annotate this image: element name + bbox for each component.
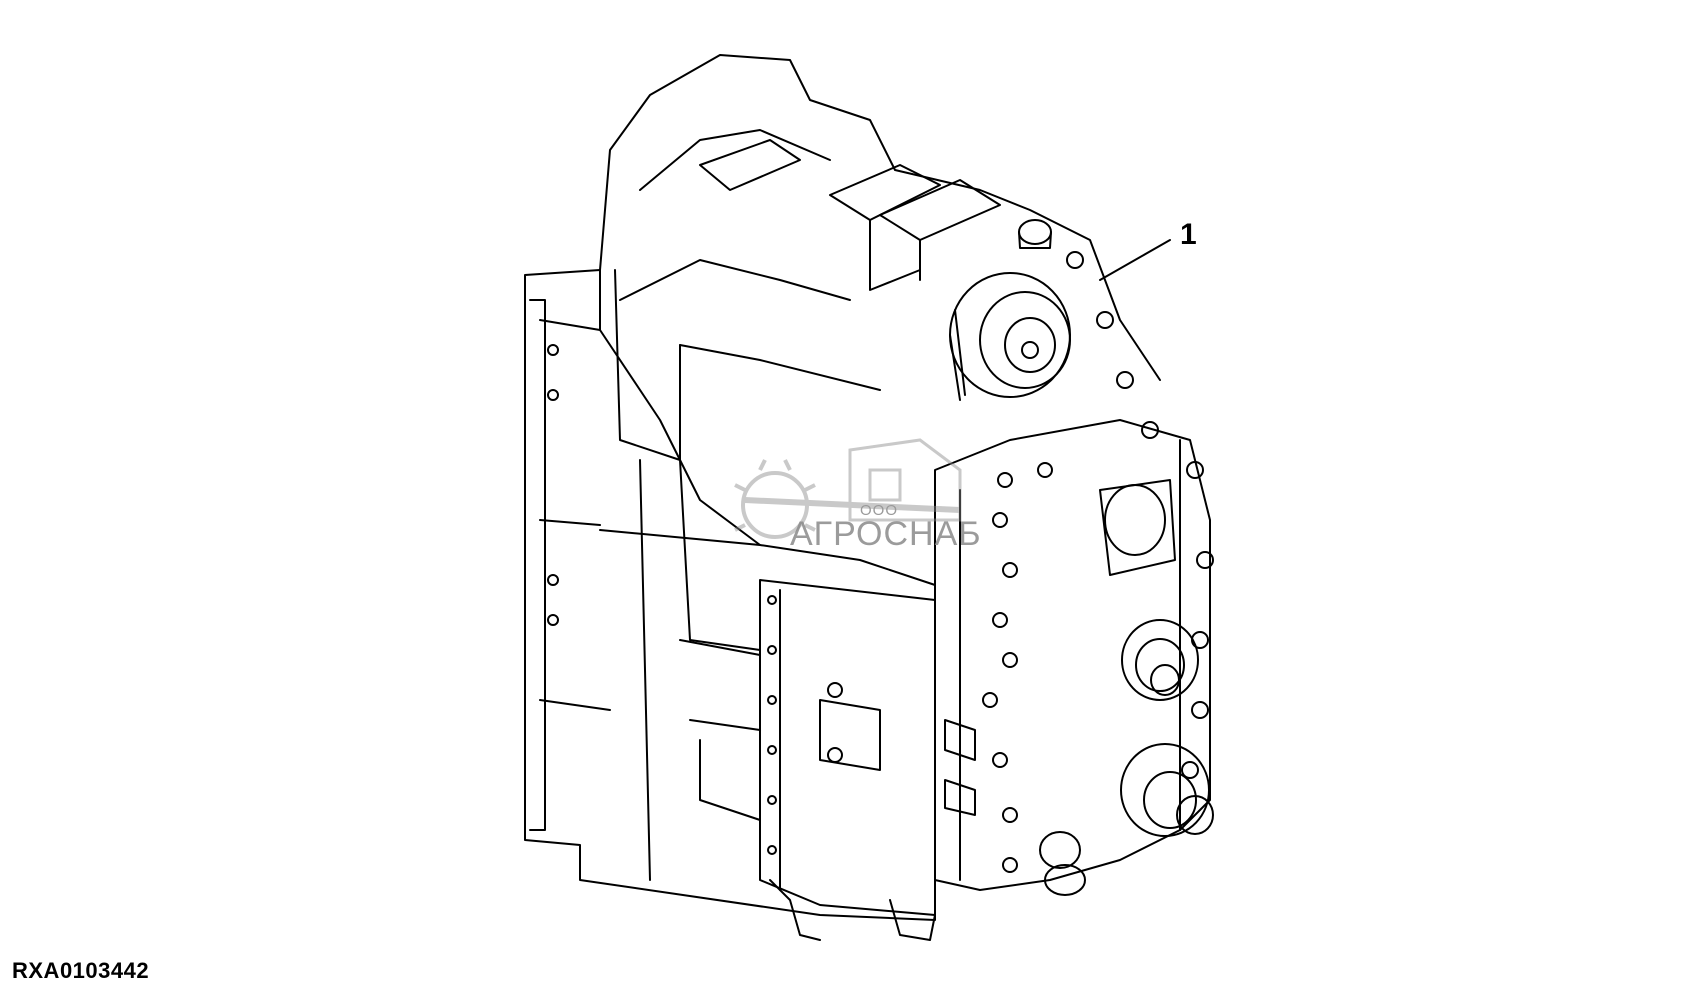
watermark-brand: АГРОСНАБ — [790, 515, 982, 553]
bell-housing — [599, 54, 1161, 381]
left-housing — [524, 269, 936, 921]
top-bracket-2 — [829, 164, 941, 221]
pto-shaft-upper — [1121, 619, 1199, 701]
filler-cap — [1018, 219, 1052, 245]
mid-plate — [759, 579, 936, 916]
top-bracket-3 — [879, 179, 1001, 241]
gear-tractor-logo-icon — [734, 438, 962, 539]
pto-shaft-lower — [1120, 743, 1210, 837]
figure-id: RXA0103442 — [12, 958, 150, 983]
top-bracket-1 — [699, 139, 801, 191]
callout-leader — [1099, 239, 1171, 281]
callout-number: 1 — [1180, 218, 1197, 251]
pulley-mid — [979, 291, 1071, 389]
rear-cover — [934, 419, 1211, 891]
valve-body — [1099, 479, 1176, 576]
watermark-company-prefix: ООО — [860, 502, 899, 519]
pulley-hub — [1021, 341, 1039, 359]
